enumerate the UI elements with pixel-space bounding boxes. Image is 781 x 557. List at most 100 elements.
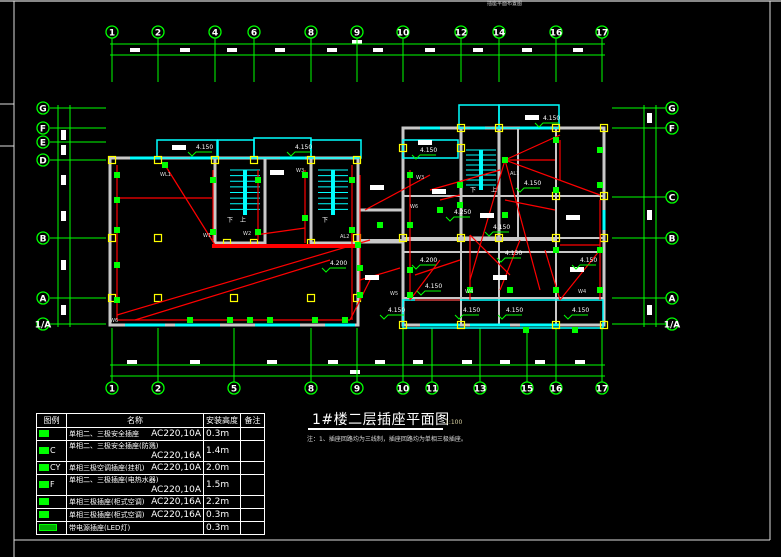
legend-header-symbol: 图例 bbox=[36, 413, 67, 428]
wire bbox=[469, 159, 506, 281]
axis-bottom-label: 10 bbox=[397, 385, 410, 395]
dimension-text bbox=[275, 48, 285, 52]
socket-icon bbox=[467, 287, 473, 293]
socket-icon bbox=[597, 182, 603, 188]
column bbox=[306, 155, 316, 165]
wire bbox=[499, 239, 521, 291]
socket-icon bbox=[114, 262, 120, 268]
axis-right-label: C bbox=[669, 194, 676, 204]
socket-icon bbox=[572, 327, 578, 333]
wire bbox=[414, 259, 461, 276]
balcony bbox=[402, 299, 604, 329]
socket-icon bbox=[457, 202, 463, 208]
axis-left-bubble bbox=[36, 231, 50, 245]
column bbox=[352, 155, 362, 165]
axis-bottom-bubble bbox=[227, 381, 241, 395]
column bbox=[229, 293, 239, 303]
wire bbox=[439, 194, 461, 201]
socket-icon bbox=[502, 212, 508, 218]
socket-symbol-icon bbox=[36, 495, 67, 509]
axis-top-label: 17 bbox=[596, 29, 609, 39]
legend-note bbox=[240, 461, 265, 475]
axis-bottom-bubble bbox=[549, 381, 563, 395]
dimension-text bbox=[500, 360, 510, 364]
socket-symbol-icon: F bbox=[36, 474, 67, 496]
circuit-label: W6 bbox=[410, 204, 418, 210]
dimension-text bbox=[575, 360, 585, 364]
room-label bbox=[432, 189, 446, 194]
legend-name: 单相二、三极安全插座(防溅)AC220,16A bbox=[66, 440, 204, 462]
axis-left-label: F bbox=[40, 125, 46, 135]
axis-left-label: 1/A bbox=[35, 321, 52, 331]
legend-name-text: 单相二、三极安全插座 bbox=[69, 430, 139, 438]
axis-top-label: 8 bbox=[308, 29, 314, 39]
axis-top-bubble bbox=[151, 25, 165, 39]
elevation-label: 4.150 bbox=[543, 115, 560, 122]
column bbox=[107, 233, 117, 243]
balcony bbox=[217, 139, 255, 159]
socket-icon bbox=[457, 182, 463, 188]
elevation-label: 4.150 bbox=[425, 283, 442, 290]
dimension-text bbox=[61, 130, 66, 140]
column bbox=[210, 155, 220, 165]
dimension-text bbox=[425, 48, 435, 52]
wire bbox=[254, 227, 306, 236]
elevation-marker bbox=[286, 151, 311, 157]
legend-note bbox=[240, 427, 265, 441]
stair-label: 下 bbox=[470, 187, 476, 194]
axis-top-bubble bbox=[454, 25, 468, 39]
elevation-marker bbox=[515, 187, 540, 193]
legend-name-text: 单相二、三极安全插座(防溅) bbox=[69, 442, 159, 450]
room-label bbox=[172, 145, 186, 150]
stair-handrail bbox=[243, 170, 247, 215]
axis-top-label: 9 bbox=[354, 29, 360, 39]
stair-handrail bbox=[331, 170, 335, 215]
room-label bbox=[418, 140, 432, 145]
wiring-circuits bbox=[116, 134, 601, 321]
elevation-marker bbox=[534, 122, 559, 128]
dimension-text bbox=[130, 48, 140, 52]
socket-icon bbox=[162, 162, 168, 168]
socket-icon bbox=[553, 247, 559, 253]
legend-note bbox=[240, 474, 265, 496]
elevation-marker bbox=[416, 290, 441, 296]
legend-row: 单相三极插座(柜式空调)AC220,16A 2.2m bbox=[36, 495, 265, 509]
room-label bbox=[493, 275, 507, 280]
legend-spec: AC220,10A bbox=[151, 429, 201, 439]
axis-left-bubble bbox=[36, 317, 50, 331]
socket-icon bbox=[255, 229, 261, 235]
legend-name-text: 单相二、三极插座(电热水器) bbox=[69, 476, 159, 484]
socket-symbol-icon: CY bbox=[36, 461, 67, 475]
wire bbox=[134, 259, 331, 321]
socket-symbol-icon: C bbox=[36, 440, 67, 462]
axis-right-bubble bbox=[665, 190, 679, 204]
room-label bbox=[525, 115, 539, 120]
elevation-marker bbox=[497, 314, 522, 320]
dimension-text bbox=[267, 360, 277, 364]
socket-icon bbox=[312, 317, 318, 323]
dimension-text bbox=[227, 48, 237, 52]
wire bbox=[429, 169, 501, 191]
elevation-label: 4.150 bbox=[580, 257, 597, 264]
column bbox=[551, 320, 561, 330]
socket-icon bbox=[357, 292, 363, 298]
room-label bbox=[370, 185, 384, 190]
axis-top-bubble bbox=[595, 25, 609, 39]
socket-icon bbox=[187, 317, 193, 323]
elevation-marker bbox=[379, 314, 404, 320]
legend-row: 带电源插座(LED灯) 0.3m bbox=[36, 521, 265, 535]
balcony bbox=[310, 139, 362, 159]
drawing-note: 注：1、插座回路均为三线制，插座回路均为单相三极插座。 bbox=[307, 436, 467, 443]
legend-name-text: 单相三极插座(柜式空调) bbox=[69, 511, 145, 519]
socket-icon bbox=[114, 172, 120, 178]
axis-bottom-label: 15 bbox=[521, 385, 534, 395]
socket-icon bbox=[502, 157, 508, 163]
axis-right-label: B bbox=[669, 235, 676, 245]
column bbox=[306, 293, 316, 303]
legend-name-text: 单相三极插座(柜式空调) bbox=[69, 498, 145, 506]
legend-note bbox=[240, 495, 265, 509]
wire bbox=[364, 174, 431, 211]
